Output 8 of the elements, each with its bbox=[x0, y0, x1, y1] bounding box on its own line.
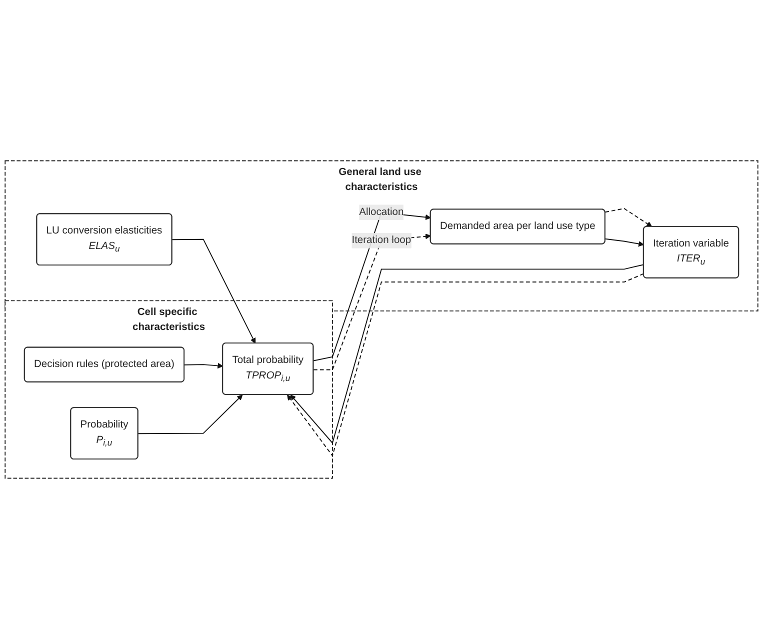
arrow bbox=[184, 362, 224, 369]
arrow bbox=[313, 212, 431, 362]
arrow bbox=[138, 394, 243, 434]
edge-label: Iteration loop bbox=[352, 234, 412, 246]
arrow bbox=[604, 208, 652, 227]
edge-label: Allocation bbox=[359, 206, 404, 218]
arrow bbox=[172, 238, 256, 344]
arrow bbox=[604, 238, 644, 247]
